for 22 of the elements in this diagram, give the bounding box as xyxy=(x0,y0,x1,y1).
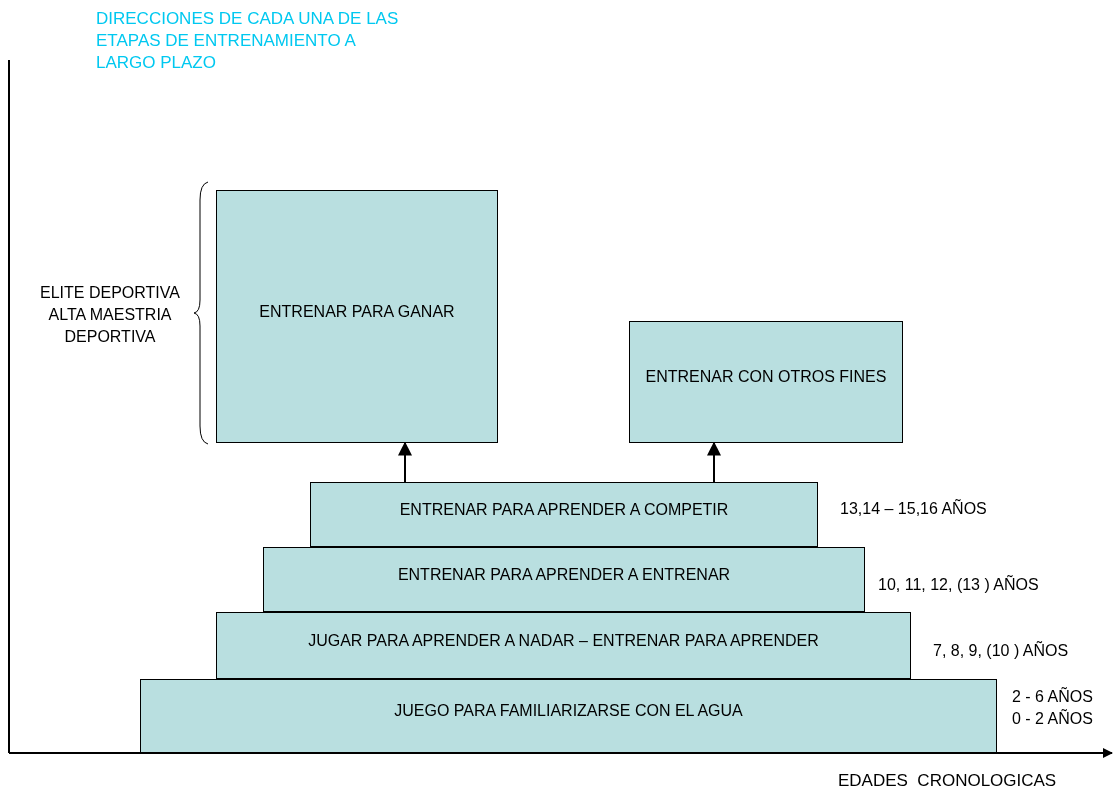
stage-box xyxy=(216,190,498,443)
arrow xyxy=(398,441,412,483)
axis-label: EDADES CRONOLOGICAS xyxy=(838,770,1058,790)
stage-label: ENTRENAR CON OTROS FINES xyxy=(645,367,887,387)
stage-box xyxy=(140,679,997,753)
age-label: 0 - 2 AÑOS xyxy=(1012,708,1094,729)
stage-label: ENTRENAR PARA APRENDER A COMPETIR xyxy=(399,499,729,520)
stage-label: ENTRENAR PARA GANAR xyxy=(259,301,455,322)
level-label: ELITE DEPORTIVA ALTA MAESTRIA DEPORTIVA xyxy=(39,283,181,347)
stage-box xyxy=(216,612,911,679)
age-label: 2 - 6 AÑOS xyxy=(1012,686,1094,707)
age-label: 7, 8, 9, (10 ) AÑOS xyxy=(933,640,1070,661)
age-label: 13,14 – 15,16 AÑOS xyxy=(840,498,988,519)
arrow xyxy=(707,441,721,483)
axis-title: DIRECCIONES DE CADA UNA DE LAS ETAPAS DE ENTRENAMIENTO A LARGO PLAZO xyxy=(96,8,400,74)
stage-label: JUEGO PARA FAMILIARIZARSE CON EL AGUA xyxy=(394,701,743,721)
age-label: 10, 11, 12, (13 ) AÑOS xyxy=(878,574,1040,595)
stage-label: JUGAR PARA APRENDER A NADAR – ENTRENAR PARA APRENDER xyxy=(308,630,819,651)
stage-label: ENTRENAR PARA APRENDER A ENTRENAR xyxy=(397,564,731,585)
stage-box xyxy=(629,321,903,443)
stage-box xyxy=(310,482,818,547)
stage-box xyxy=(263,547,865,612)
